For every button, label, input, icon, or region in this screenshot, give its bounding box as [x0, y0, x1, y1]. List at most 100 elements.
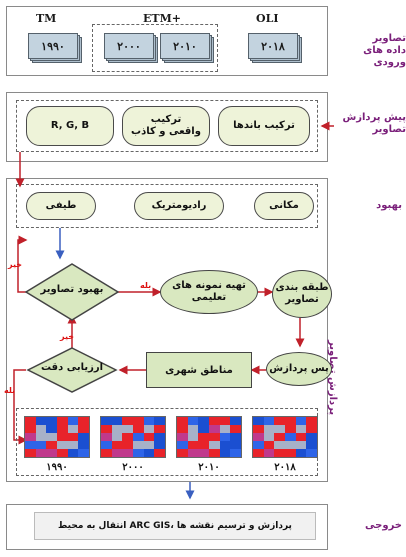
yes-label-accuracy: بله: [4, 386, 16, 395]
map-cell: [306, 449, 317, 457]
inputs-title: تصاویر داده های ورودی: [363, 33, 406, 68]
map-cell: [187, 433, 199, 441]
map-cell: [253, 449, 264, 457]
map-year-2000: ۲۰۰۰: [122, 462, 144, 473]
map-cell: [78, 417, 89, 425]
map-cell: [67, 425, 79, 433]
map-cell: [219, 425, 231, 433]
map-cell: [46, 425, 57, 433]
input-image-2018: ۲۰۱۸: [248, 33, 302, 63]
map-cell: [295, 441, 307, 449]
map-cell: [35, 441, 47, 449]
map-cell: [253, 433, 264, 441]
input-image-2000: ۲۰۰۰: [104, 33, 158, 63]
map-cell: [198, 433, 209, 441]
map-cell: [101, 441, 112, 449]
map-cell: [25, 425, 36, 433]
map-cell: [154, 441, 165, 449]
map-cell: [285, 417, 296, 425]
map-cell: [35, 417, 47, 425]
map-cell: [25, 441, 36, 449]
map-2000: [100, 416, 166, 458]
preprocess-true-false-combo: ترکیب واقعی و کاذب: [122, 106, 210, 146]
map-cell: [285, 449, 296, 457]
map-cell: [285, 433, 296, 441]
map-year-1990: ۱۹۹۰: [46, 462, 68, 473]
map-cell: [154, 417, 165, 425]
map-cell: [274, 433, 285, 441]
map-cell: [154, 425, 165, 433]
map-cell: [253, 417, 264, 425]
map-cell: [219, 441, 231, 449]
map-cell: [295, 433, 307, 441]
enhance-spatial: مکانی: [254, 192, 314, 220]
map-cell: [187, 449, 199, 457]
accuracy-decision: ارزیابی دقت: [40, 362, 104, 373]
map-cell: [230, 425, 241, 433]
map-cell: [187, 417, 199, 425]
map-cell: [111, 417, 123, 425]
map-cell: [57, 449, 68, 457]
map-cell: [57, 425, 68, 433]
preprocess-band-combo: ترکیب باندها: [218, 106, 310, 146]
map-cell: [154, 433, 165, 441]
enhance-group: [16, 184, 318, 228]
map-cell: [209, 433, 220, 441]
map-cell: [122, 441, 133, 449]
map-cell: [295, 425, 307, 433]
sensor-etm-label: ETM+: [143, 12, 181, 25]
map-cell: [67, 449, 79, 457]
map-cell: [122, 433, 133, 441]
map-cell: [101, 449, 112, 457]
etm-group: [92, 24, 218, 72]
map-cell: [263, 425, 275, 433]
map-cell: [177, 441, 188, 449]
output-text: انتقال به محیط ARC GIS، پردازش و ترسیم ن…: [34, 512, 316, 540]
map-cell: [177, 417, 188, 425]
map-cell: [306, 441, 317, 449]
map-cell: [177, 433, 188, 441]
map-cell: [57, 441, 68, 449]
map-cell: [122, 425, 133, 433]
map-cell: [263, 417, 275, 425]
map-cell: [274, 449, 285, 457]
map-cell: [111, 449, 123, 457]
map-cell: [177, 449, 188, 457]
map-cell: [295, 449, 307, 457]
enhance-spectral: طیفی: [26, 192, 96, 220]
post-processing: پس پردازش: [266, 352, 332, 386]
map-cell: [25, 449, 36, 457]
map-cell: [198, 449, 209, 457]
map-cell: [111, 441, 123, 449]
map-cell: [187, 441, 199, 449]
map-cell: [67, 433, 79, 441]
sensor-oli-label: OLI: [256, 12, 279, 25]
map-cell: [35, 449, 47, 457]
sensor-tm-label: TM: [36, 12, 57, 25]
map-cell: [219, 449, 231, 457]
map-cell: [263, 441, 275, 449]
map-cell: [67, 417, 79, 425]
map-cell: [285, 425, 296, 433]
map-cell: [230, 449, 241, 457]
map-cell: [143, 417, 155, 425]
map-cell: [198, 425, 209, 433]
map-cell: [187, 425, 199, 433]
input-image-1990: ۱۹۹۰: [28, 33, 82, 63]
map-cell: [101, 417, 112, 425]
map-cell: [198, 441, 209, 449]
map-cell: [101, 433, 112, 441]
map-cell: [230, 417, 241, 425]
map-cell: [111, 433, 123, 441]
map-cell: [306, 417, 317, 425]
output-title: خروجی: [365, 520, 402, 531]
preprocess-rgb: R, G, B: [26, 106, 114, 146]
preprocess-title: پیش پردازش تصاویر: [342, 112, 406, 135]
map-cell: [253, 441, 264, 449]
map-cell: [253, 425, 264, 433]
map-cell: [133, 441, 144, 449]
map-cell: [46, 449, 57, 457]
map-2018: [252, 416, 318, 458]
map-cell: [306, 433, 317, 441]
map-2010: [176, 416, 242, 458]
